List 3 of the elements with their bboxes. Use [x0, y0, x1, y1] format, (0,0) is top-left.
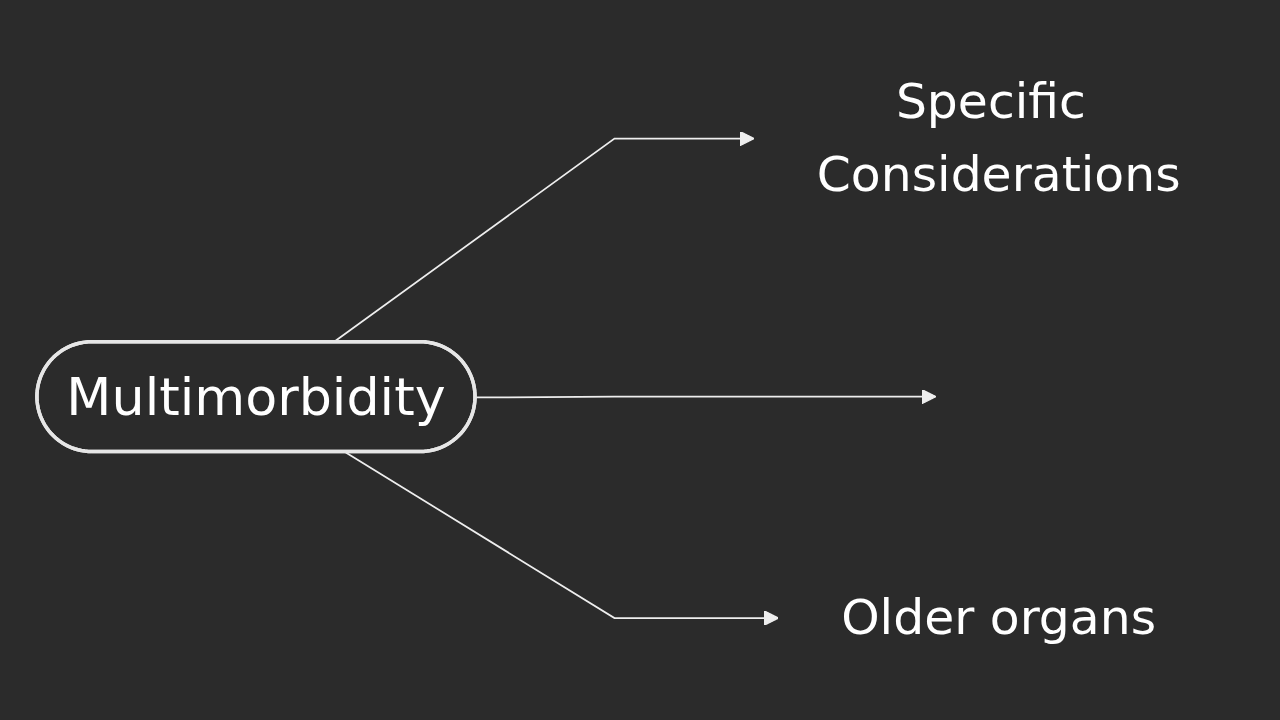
arrow [344, 451, 779, 626]
node-text: Specific Considerations [816, 72, 1181, 204]
node-text: Older organs [841, 588, 1156, 646]
